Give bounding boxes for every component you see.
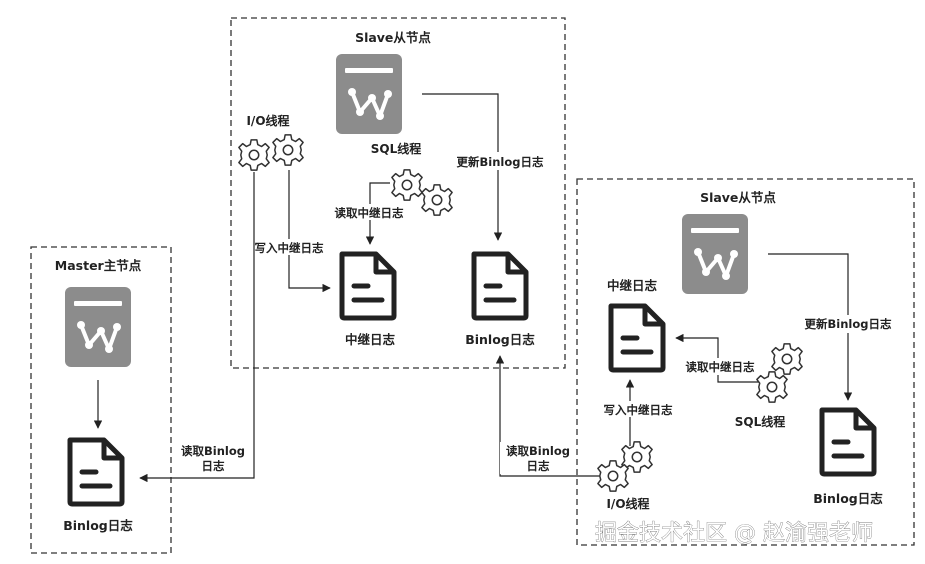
master-to-slave-top-read-arrow xyxy=(139,172,255,483)
slave-right-update-binlog-arrow xyxy=(768,253,853,401)
slave-top-io-gear-icon-2 xyxy=(272,134,304,166)
slave-right-binlog-label: Binlog日志 xyxy=(813,491,883,506)
slave-right-node-box xyxy=(576,178,915,546)
slave-top-io-gear-icon xyxy=(238,139,270,171)
slave-right-server-icon xyxy=(682,214,748,294)
slave-top-server-icon xyxy=(336,54,402,134)
master-title: Master主节点 xyxy=(55,258,142,273)
slave-top-binlog-label: Binlog日志 xyxy=(465,332,535,347)
watermark-text: 掘金技术社区 @ 赵渝强老师 xyxy=(595,521,873,546)
slave-top-write-relay-arrow xyxy=(288,170,331,293)
read-binlog-slave-line1: 读取Binlog xyxy=(506,444,570,458)
slave-right-read-relay-label: 读取中继日志 xyxy=(686,360,755,374)
master-node-box xyxy=(30,246,172,554)
master-server-icon xyxy=(65,287,131,367)
slave-top-update-binlog-arrow xyxy=(422,93,503,241)
slave-top-sql-gear-icon xyxy=(391,169,423,201)
slave-top-relay-label: 中继日志 xyxy=(345,332,396,347)
slave-top-sql-gear-icon-2 xyxy=(421,184,453,216)
slave-right-io-gear-icon-2 xyxy=(597,460,629,492)
slave-top-io-thread-label: I/O线程 xyxy=(246,113,289,128)
slave-right-update-binlog-label: 更新Binlog日志 xyxy=(805,317,892,331)
slave-right-sql-gear-icon-2 xyxy=(756,371,788,403)
slave-right-sql-gear-icon xyxy=(771,343,803,375)
slave-top-read-relay-arrow xyxy=(365,182,390,245)
slave-top-node-box xyxy=(230,17,566,369)
read-binlog-slave-line2: 日志 xyxy=(527,459,550,473)
slave-top-sql-thread-label: SQL线程 xyxy=(371,141,422,156)
master-binlog-label: Binlog日志 xyxy=(63,518,133,533)
slave-right-io-thread-label: I/O线程 xyxy=(606,496,649,511)
slave-right-binlog-doc-icon xyxy=(822,410,874,474)
slave-right-relay-label: 中继日志 xyxy=(607,278,658,293)
slave-top-read-relay-label: 读取中继日志 xyxy=(335,206,404,220)
slave-top-write-relay-label: 写入中继日志 xyxy=(255,241,324,255)
slave-right-relay-doc-icon xyxy=(611,306,663,370)
slave-right-write-relay-label: 写入中继日志 xyxy=(604,403,673,417)
read-binlog-master-line1: 读取Binlog xyxy=(181,444,245,458)
slave-right-title: Slave从节点 xyxy=(700,190,776,205)
read-binlog-master-line2: 日志 xyxy=(202,459,225,473)
slave-top-relay-doc-icon xyxy=(342,254,394,318)
slave-top-update-binlog-label: 更新Binlog日志 xyxy=(457,155,544,169)
slave-right-sql-thread-label: SQL线程 xyxy=(735,414,786,429)
master-binlog-doc-icon xyxy=(70,440,122,504)
slave-top-to-slave-right-read-arrow xyxy=(495,355,608,477)
slave-top-title: Slave从节点 xyxy=(355,30,431,45)
slave-top-binlog-doc-icon xyxy=(474,254,526,318)
